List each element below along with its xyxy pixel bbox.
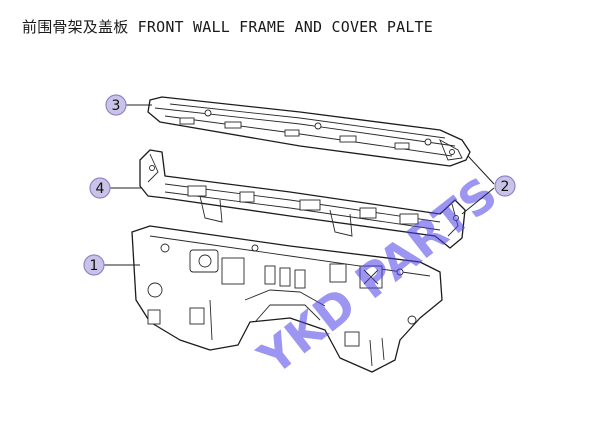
part-3-cover-plate[interactable] bbox=[147, 96, 471, 167]
callout-2[interactable]: 2 bbox=[494, 175, 516, 197]
page-title: 前围骨架及盖板 FRONT WALL FRAME AND COVER PALTE bbox=[22, 18, 434, 36]
part-1-front-wall-panel[interactable] bbox=[131, 225, 443, 373]
callout-2-label: 2 bbox=[501, 179, 510, 195]
part-4-frame-crossmember[interactable] bbox=[139, 149, 466, 249]
callout-3-label: 3 bbox=[112, 98, 121, 114]
callout-1[interactable]: 1 bbox=[83, 254, 105, 276]
callout-1-label: 1 bbox=[90, 258, 99, 274]
leader-2a bbox=[467, 155, 495, 185]
callout-3[interactable]: 3 bbox=[105, 94, 127, 116]
callout-4[interactable]: 4 bbox=[89, 177, 111, 199]
callout-4-label: 4 bbox=[96, 181, 105, 197]
leader-2b bbox=[461, 187, 495, 215]
